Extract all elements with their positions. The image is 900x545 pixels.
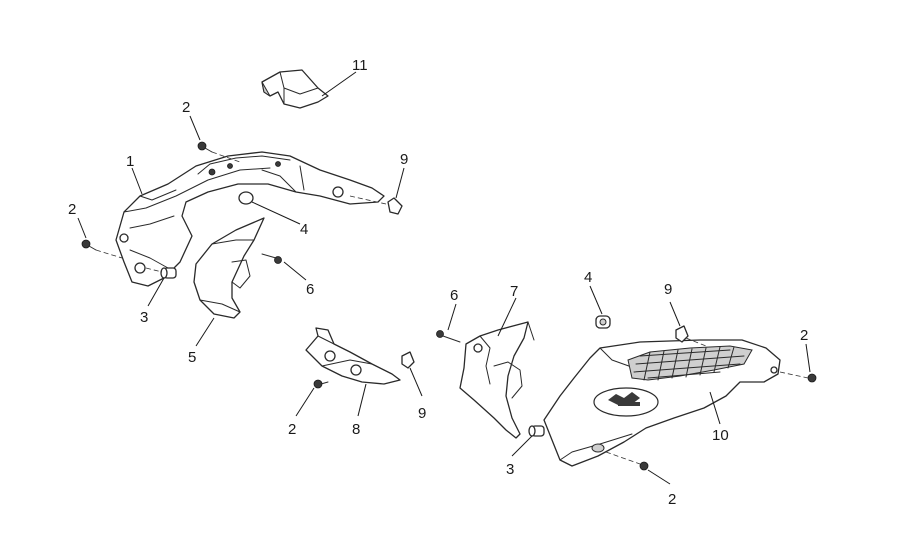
part-11-bracket-cap — [261, 69, 329, 109]
screw-2-right — [779, 371, 817, 383]
screw-2-left — [81, 239, 123, 259]
callout-2-bottom: 2 — [668, 491, 676, 508]
callout-9-top: 9 — [400, 151, 408, 168]
spacer-3-right — [528, 425, 545, 437]
grommet-4-right — [595, 315, 611, 329]
callout-4-left: 4 — [300, 221, 308, 238]
screw-6-center — [436, 330, 461, 343]
part-10-side-cover — [543, 339, 781, 467]
callout-2-top: 2 — [182, 99, 190, 116]
callout-4-right: 4 — [584, 269, 592, 286]
grille-mesh — [633, 346, 745, 381]
callout-6-left: 6 — [306, 281, 314, 298]
callout-8: 8 — [352, 421, 360, 438]
screw-2-bottom — [605, 451, 649, 471]
clip-nut-9-top — [349, 195, 403, 215]
callout-9-right: 9 — [664, 281, 672, 298]
callout-2-left: 2 — [68, 201, 76, 218]
screw-2-top — [197, 141, 241, 163]
part-1-upper-bracket — [115, 151, 385, 287]
clip-nut-9-center — [401, 351, 415, 369]
callout-3-left: 3 — [140, 309, 148, 326]
callout-5: 5 — [188, 349, 196, 366]
callout-2-center: 2 — [288, 421, 296, 438]
callout-10: 10 — [712, 427, 729, 444]
grommet-4-left — [238, 191, 254, 205]
leader-lines — [77, 71, 811, 485]
part-5-inner-panel-left — [193, 217, 265, 319]
part-7-center-frame — [459, 321, 535, 439]
screw-6-left — [261, 253, 282, 264]
screw-2-center — [313, 379, 329, 389]
callout-2-right: 2 — [800, 327, 808, 344]
callout-11: 11 — [352, 57, 368, 74]
callout-9-center: 9 — [418, 405, 426, 422]
part-8-lower-bracket — [305, 327, 401, 385]
callout-3-right: 3 — [506, 461, 514, 478]
clip-nut-9-right — [675, 325, 707, 347]
callout-1: 1 — [126, 153, 134, 170]
brand-logo-badge-icon — [593, 387, 659, 417]
callout-labels: 11 2 1 9 2 4 6 3 5 6 7 4 9 2 9 2 8 10 3 … — [68, 57, 808, 508]
spacer-3-left — [145, 267, 177, 279]
callout-6-center: 6 — [450, 287, 458, 304]
callout-7: 7 — [510, 283, 518, 300]
